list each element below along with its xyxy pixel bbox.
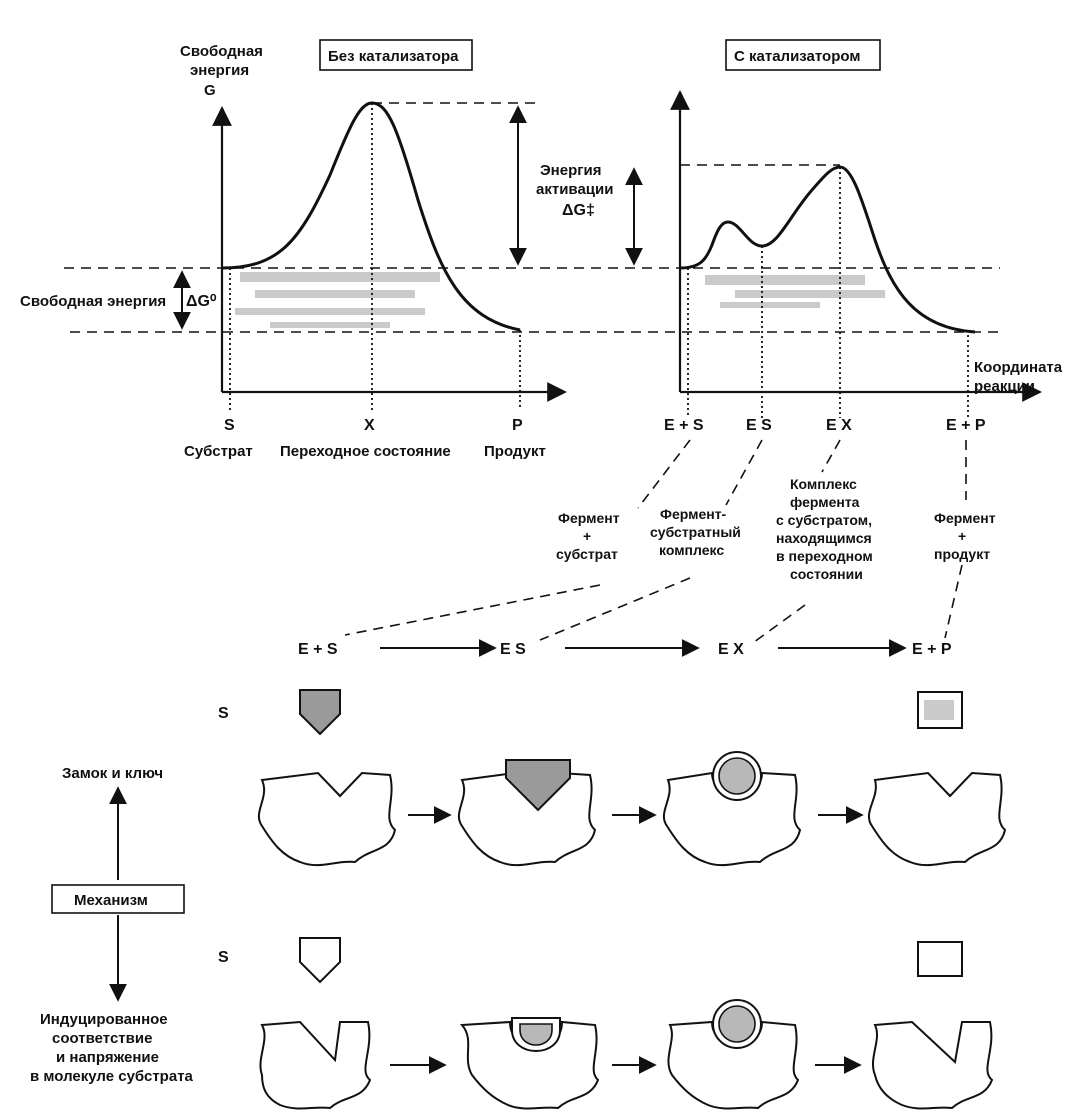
right-point-es: E S xyxy=(746,417,772,434)
left-name-product: Продукт xyxy=(484,443,546,460)
panel-right-title: С катализатором xyxy=(734,48,860,65)
scheme-step1: E + S xyxy=(298,641,338,658)
transition-state-top xyxy=(718,757,756,795)
energy-levels: Свободная энергия ΔG⁰ Энергия активации … xyxy=(20,102,1000,333)
enzyme-induced-4 xyxy=(872,1020,994,1110)
transition-state-bottom xyxy=(718,1005,756,1043)
scheme-step3: E X xyxy=(718,641,744,658)
y-axis-symbol: G xyxy=(204,82,216,99)
ex-complex-line4: находящимся xyxy=(776,530,872,546)
right-point-ex: E X xyxy=(826,417,852,434)
delta-g0-label: ΔG⁰ xyxy=(186,293,217,310)
left-point-p: P xyxy=(512,417,523,434)
enzyme-lock-2 xyxy=(457,771,597,867)
enzyme-product-line3: продукт xyxy=(934,546,990,562)
connector-ex-top xyxy=(821,439,841,473)
induced-line1: Индуцированное xyxy=(40,1011,168,1028)
right-shaded-region xyxy=(705,275,885,308)
free-energy-label: Свободная энергия xyxy=(20,293,166,310)
es-complex-line3: комплекс xyxy=(659,542,724,558)
panel-left-title-box xyxy=(319,39,473,71)
left-point-x: X xyxy=(364,417,375,434)
induced-bound-substrate xyxy=(519,1023,553,1046)
x-axis-label-line1: Координата xyxy=(974,359,1063,376)
connector-ep-bottom xyxy=(944,564,963,639)
induced-line2: соответствие xyxy=(52,1030,152,1047)
ex-complex-line5: в переходном xyxy=(776,548,873,564)
left-point-s: S xyxy=(224,417,235,434)
ex-complex-line6: состоянии xyxy=(790,566,863,582)
right-energy-curve xyxy=(679,165,976,334)
right-energy-panel: С катализатором Координата реакции E + S… xyxy=(664,39,1063,434)
product-square-top-fill xyxy=(924,700,954,720)
panel-right-title-box xyxy=(725,39,881,71)
activation-label-line1: Энергия xyxy=(540,162,601,179)
ex-complex-line3: с субстратом, xyxy=(776,512,872,528)
reaction-scheme: E + S E S E X E + P xyxy=(298,639,952,658)
activation-label-line2: активации xyxy=(536,181,613,198)
enzyme-substrate-line2: + xyxy=(583,528,591,544)
product-square-top xyxy=(917,691,963,729)
connector-es-bottom xyxy=(539,577,691,641)
enzyme-substrate-line3: субстрат xyxy=(556,546,618,562)
left-name-substrate: Субстрат xyxy=(184,443,253,460)
activation-symbol: ΔG‡ xyxy=(562,202,595,219)
right-point-es-start: E + S xyxy=(664,417,704,434)
enzyme-lock-4 xyxy=(867,771,1007,867)
ex-complex-line1: Комплекс xyxy=(790,476,857,492)
substrate-label-bottom: S xyxy=(218,949,229,966)
connector-es-start-top xyxy=(637,439,691,509)
x-axis-label-line2: реакции xyxy=(974,378,1035,395)
left-shaded-region xyxy=(235,272,440,328)
induced-line4: в молекуле субстрата xyxy=(30,1068,194,1085)
connector-es-top xyxy=(725,439,763,506)
y-axis-label-line2: энергия xyxy=(190,62,249,79)
lock-key-row: S xyxy=(218,689,1007,867)
substrate-induced-shape xyxy=(299,937,341,984)
lock-key-label: Замок и ключ xyxy=(62,765,163,782)
es-complex-line2: субстратный xyxy=(650,524,741,540)
mechanism-box-label: Механизм xyxy=(74,892,148,909)
panel-left-title: Без катализатора xyxy=(328,48,459,65)
left-name-transition: Переходное состояние xyxy=(280,443,451,460)
substrate-label-top: S xyxy=(218,705,229,722)
connector-es-start-bottom xyxy=(344,584,601,636)
connector-ex-bottom xyxy=(749,604,806,646)
description-labels: Фермент + субстрат Фермент- субстратный … xyxy=(556,476,996,582)
bound-key-shape xyxy=(505,759,571,812)
induced-line3: и напряжение xyxy=(56,1049,159,1066)
enzyme-substrate-line1: Фермент xyxy=(558,510,620,526)
mechanism-side: Замок и ключ Механизм Индуцированное соо… xyxy=(30,765,194,1085)
substrate-key-shape xyxy=(299,689,341,736)
scheme-step4: E + P xyxy=(912,641,952,658)
induced-fit-row: S xyxy=(218,937,994,1110)
y-axis-label-line1: Свободная xyxy=(180,43,263,60)
mechanism-box xyxy=(51,884,185,914)
es-complex-line1: Фермент- xyxy=(660,506,727,522)
right-point-ep: E + P xyxy=(946,417,986,434)
connector-lines xyxy=(344,439,967,646)
enzyme-product-line2: + xyxy=(958,528,966,544)
enzyme-lock-1 xyxy=(257,771,397,867)
enzyme-product-line1: Фермент xyxy=(934,510,996,526)
ex-complex-line2: фермента xyxy=(790,494,860,510)
enzyme-induced-1 xyxy=(259,1020,372,1110)
product-square-bottom xyxy=(917,941,963,977)
scheme-step2: E S xyxy=(500,641,526,658)
